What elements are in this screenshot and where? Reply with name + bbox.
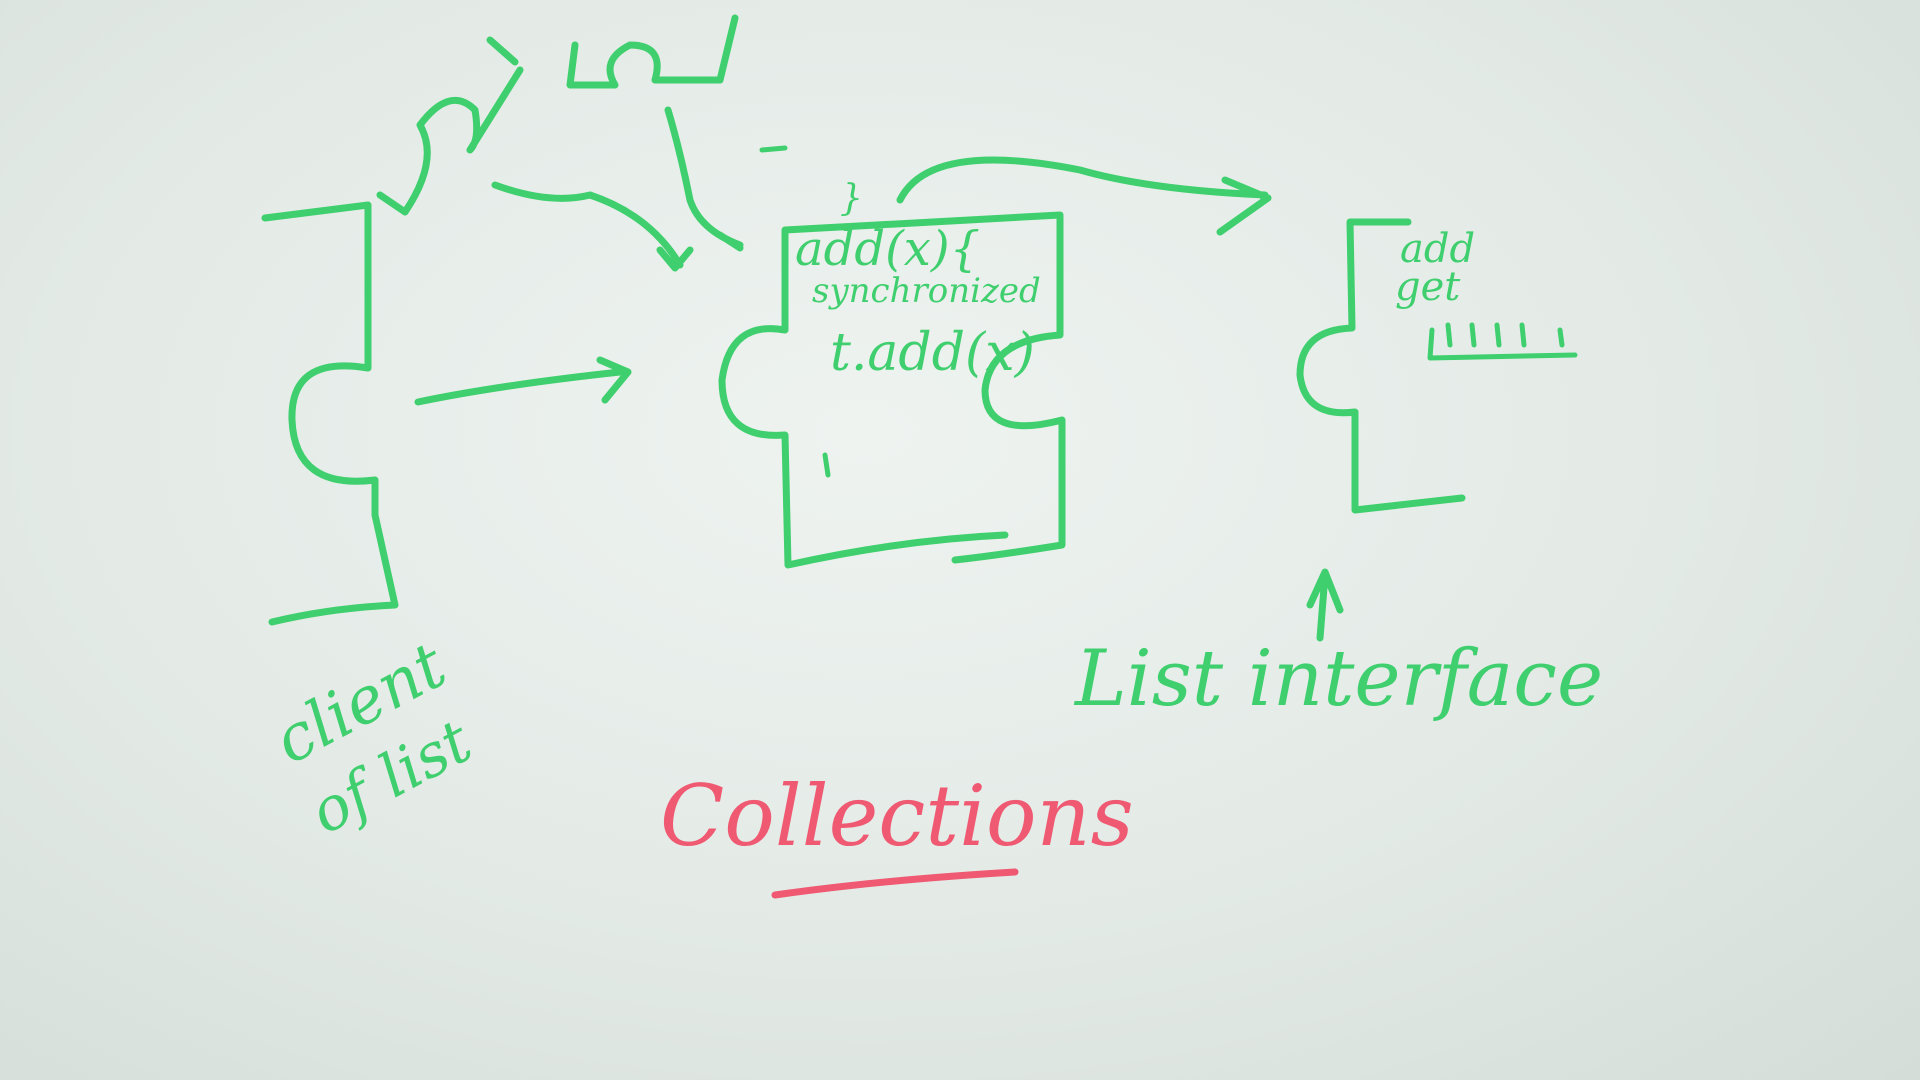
wrapper-box [718, 211, 1066, 569]
arrow-client-to-wrapper [414, 356, 632, 406]
thread-symbol-left [376, 36, 524, 216]
arrow-threads-1 [491, 181, 694, 272]
wrapper-synchronized: synchronized [812, 271, 1041, 311]
thread-symbol-top [566, 14, 739, 89]
interface-method-get: get [1395, 264, 1461, 310]
wrapper-add-signature: add(x){ [795, 221, 980, 277]
arrow-wrapper-to-interface [896, 156, 1272, 236]
title-underline [771, 868, 1019, 899]
collections-title: Collections [660, 767, 1134, 865]
wrapper-inner-add: t.add(x) [830, 323, 1035, 383]
list-interface-label: List interface [1073, 634, 1603, 724]
arrow-up-to-interface [1306, 568, 1344, 642]
interface-method-add: add [1400, 226, 1475, 272]
interface-puzzle-piece [1296, 218, 1466, 514]
interface-ellipsis-marks [1427, 322, 1578, 361]
arrow-threads-2 [664, 106, 744, 252]
wrapper-closing-brace: } [840, 178, 863, 219]
small-dash [759, 145, 788, 153]
wrapper-small-mark [822, 452, 831, 478]
client-puzzle-piece [261, 201, 399, 626]
